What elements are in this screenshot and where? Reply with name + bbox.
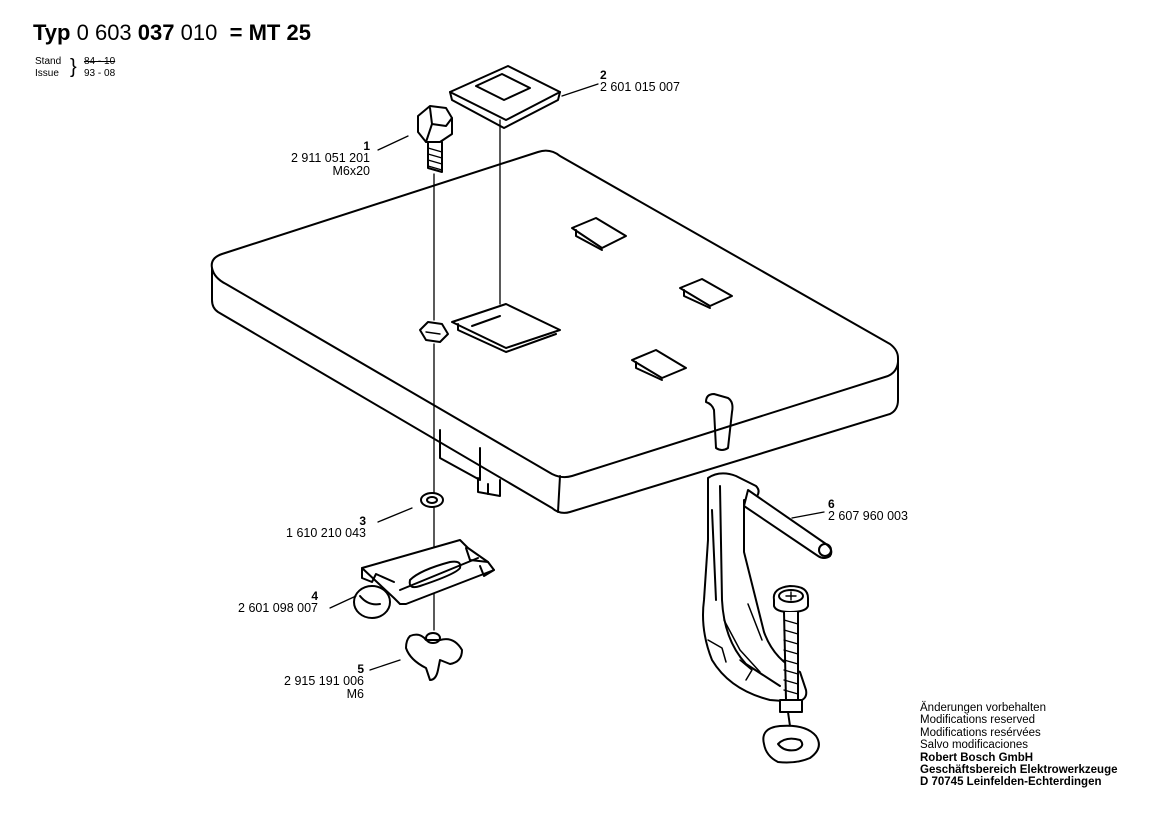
hex-nut xyxy=(419,321,449,343)
part-1-pos: 1 xyxy=(363,139,370,153)
notice-line-en: Modifications reserved xyxy=(920,714,1036,727)
part-4-number: 2 601 098 007 xyxy=(238,601,318,615)
wing-nut xyxy=(405,632,463,681)
brace-glyph: } xyxy=(70,56,77,78)
stand-value: 84 - 10 xyxy=(84,56,116,67)
company-name: Robert Bosch GmbH xyxy=(920,751,1034,764)
part-2-number: 2 601 015 007 xyxy=(600,80,680,94)
title-equals: = xyxy=(229,20,243,45)
part-6-pos: 6 xyxy=(828,497,835,511)
notice-line-es: Salvo modificaciones xyxy=(920,739,1029,752)
part-3-pos: 3 xyxy=(359,514,366,528)
part-2-pos: 2 xyxy=(600,68,607,82)
issue-value: 93 - 08 xyxy=(84,68,116,79)
part-3-number: 1 610 210 043 xyxy=(286,526,366,540)
hex-bolt xyxy=(417,105,453,173)
part-4-label: 4 2 601 098 007 xyxy=(218,590,318,615)
insert-plate xyxy=(449,65,561,129)
typ-label: Typ xyxy=(33,20,71,45)
typ-number-1: 0 603 xyxy=(76,20,132,45)
stand-label: Stand xyxy=(35,56,62,67)
typ-number-2: 037 xyxy=(137,20,175,45)
stand-issue-block: Stand Issue } 84 - 10 93 - 08 xyxy=(35,56,115,80)
model-name: MT 25 xyxy=(248,20,311,45)
issue-label: Issue xyxy=(35,68,59,79)
notice-line-fr: Modifications resérvées xyxy=(920,726,1041,739)
part-6-label: 6 2 607 960 003 xyxy=(828,498,908,523)
clamp-piece xyxy=(353,539,495,619)
part-6-number: 2 607 960 003 xyxy=(828,509,908,523)
page-title: Typ 0 603 037 010 = MT 25 xyxy=(33,22,311,44)
table-plate xyxy=(210,149,899,514)
part-5-label: 5 2 915 191 006 M6 xyxy=(264,663,364,700)
company-division: Geschäftsbereich Elektrowerkzeuge xyxy=(920,764,1118,777)
leader-lines xyxy=(329,83,825,671)
part-5-number: 2 915 191 006 xyxy=(284,674,364,688)
part-5-pos: 5 xyxy=(357,662,364,676)
part-5-spec: M6 xyxy=(346,686,364,701)
washer xyxy=(420,492,444,508)
typ-number-3: 010 xyxy=(180,20,218,45)
screw-clamp xyxy=(702,472,833,764)
part-2-label: 2 2 601 015 007 xyxy=(600,69,680,94)
part-1-number: 2 911 051 201 xyxy=(290,151,370,165)
part-3-label: 3 1 610 210 043 xyxy=(266,515,366,540)
assembly-lines xyxy=(433,119,501,631)
part-1-spec: M6x20 xyxy=(332,163,370,178)
notice-line-de: Änderungen vorbehalten xyxy=(920,702,1046,714)
company-address: D 70745 Leinfelden-Echterdingen xyxy=(920,776,1102,789)
part-1-label: 1 2 911 051 201 M6x20 xyxy=(270,140,370,177)
footer-notes: Änderungen vorbehalten Modifications res… xyxy=(920,702,1118,789)
part-4-pos: 4 xyxy=(311,589,318,603)
